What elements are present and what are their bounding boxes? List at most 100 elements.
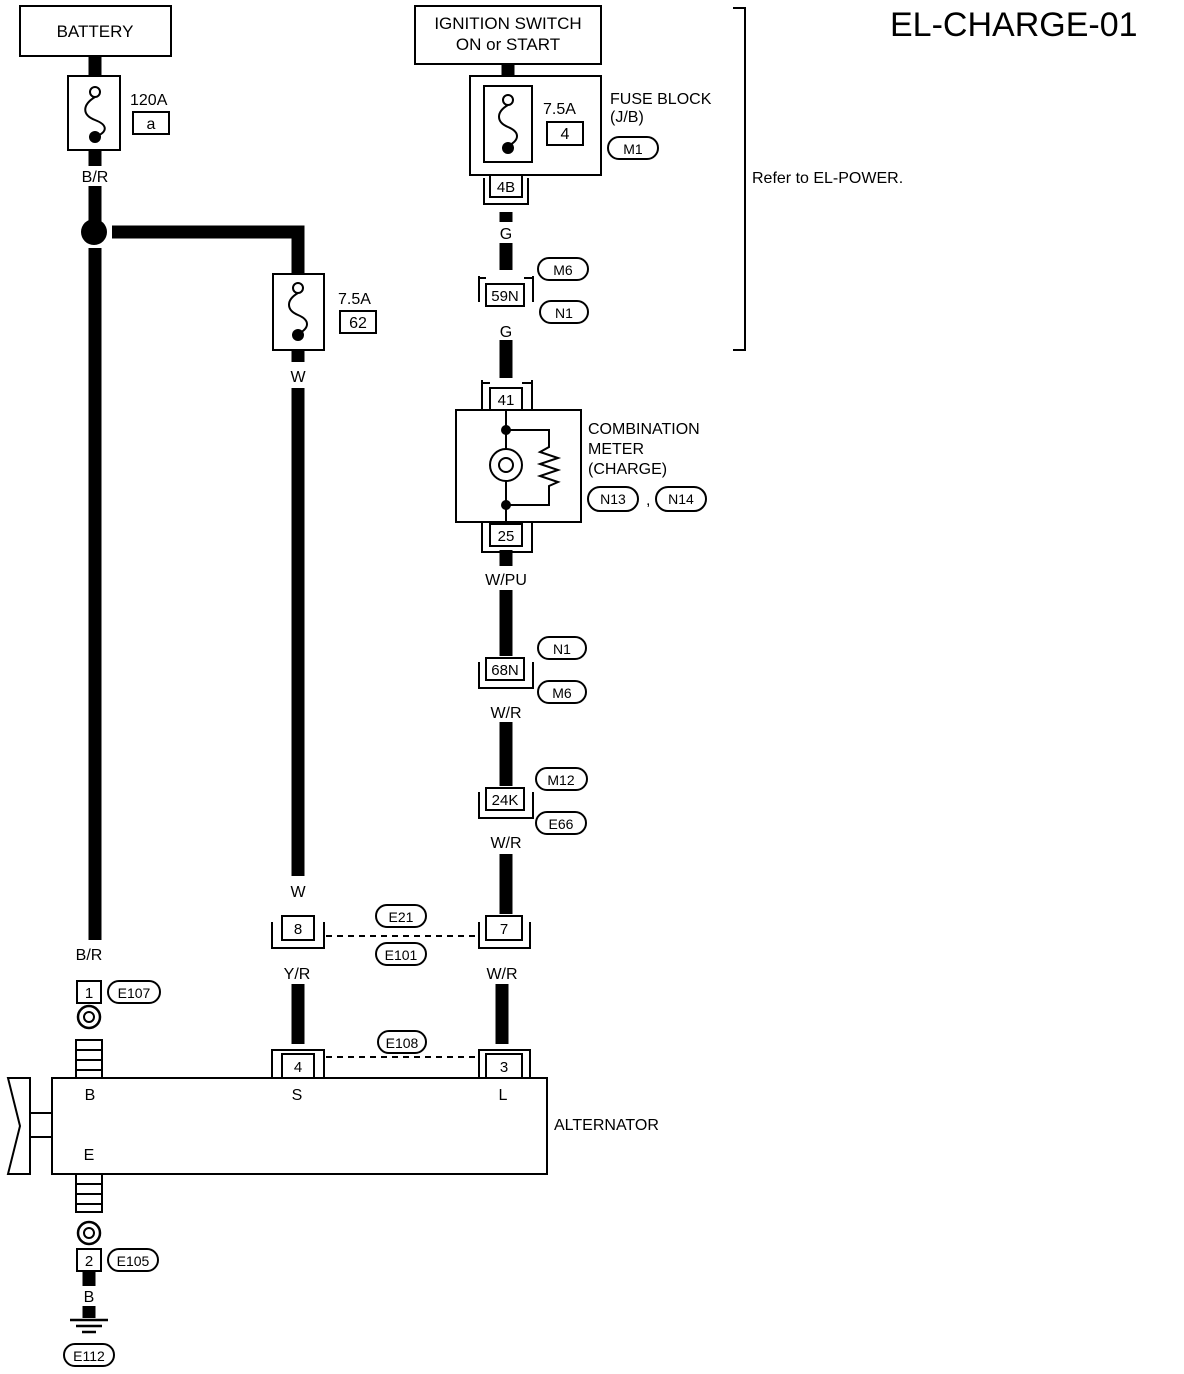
meter-line1: COMBINATION xyxy=(588,421,700,438)
fuse-62 xyxy=(272,273,325,351)
ignition-line1: IGNITION SWITCH xyxy=(434,14,581,33)
splice-dot xyxy=(81,219,107,245)
alternator-box xyxy=(51,1077,548,1175)
pin-4-label: 4 xyxy=(294,1059,302,1076)
pin-3-label: 3 xyxy=(500,1059,508,1076)
fuse-62-rating: 7.5A xyxy=(338,291,371,308)
fuse-120a xyxy=(67,75,121,151)
tag-m12 xyxy=(535,767,588,791)
fuse-block-rating: 7.5A xyxy=(543,101,576,118)
tag-n1-upper xyxy=(539,300,589,324)
connector-4b xyxy=(483,174,529,205)
tag-e105 xyxy=(107,1248,159,1272)
connector-pin-8 xyxy=(271,915,325,949)
pulley-icon xyxy=(6,1077,53,1175)
fuse-main-id: a xyxy=(147,116,156,133)
tag-e108 xyxy=(377,1030,427,1054)
alternator-terminal-e: E xyxy=(84,1147,95,1164)
fuse-block-id: 4 xyxy=(561,126,570,143)
wire-label-wpu: W/PU xyxy=(485,572,527,589)
stud-e-icon xyxy=(75,1173,103,1213)
fuse-main-id-box xyxy=(132,111,170,135)
tag-n14-text: N14 xyxy=(668,491,694,507)
tag-n14 xyxy=(655,486,707,512)
alternator-terminal-l: L xyxy=(499,1087,508,1104)
tag-m12-text: M12 xyxy=(547,772,574,788)
tag-m6-lower xyxy=(537,680,587,704)
wire-label-w-lower: W xyxy=(290,884,306,901)
tag-m6-upper xyxy=(537,257,589,281)
meter-box xyxy=(455,409,582,523)
connector-59n xyxy=(478,276,534,307)
connector-41 xyxy=(481,380,533,411)
tag-e112-text: E112 xyxy=(73,1348,105,1364)
tag-n1-lower xyxy=(537,636,587,660)
connector-59n-label: 59N xyxy=(491,288,519,305)
terminal-b-pin-box xyxy=(76,980,102,1004)
wire-label-w-fuse: W xyxy=(290,369,306,386)
wire-label-wr-1: W/R xyxy=(490,705,521,722)
connector-25 xyxy=(481,522,533,553)
tag-n1-upper-text: N1 xyxy=(555,305,573,321)
tag-e101 xyxy=(375,942,427,966)
wire-label-b-ground: B xyxy=(84,1289,95,1306)
diagram-title: EL-CHARGE-01 xyxy=(890,6,1138,44)
tag-e112 xyxy=(63,1343,115,1367)
tag-e21-text: E21 xyxy=(389,909,414,925)
wire-harness xyxy=(82,57,515,1318)
tag-e107 xyxy=(107,980,161,1004)
meter-tag-sep: , xyxy=(646,492,650,509)
tag-e21 xyxy=(375,904,427,928)
meter-node-top xyxy=(501,425,511,435)
connector-24k xyxy=(478,787,534,819)
tag-m6-lower-text: M6 xyxy=(552,685,572,701)
tag-e108-text: E108 xyxy=(386,1035,419,1051)
pin-7-label: 7 xyxy=(500,921,508,938)
tag-e105-text: E105 xyxy=(117,1253,150,1269)
refer-bracket xyxy=(733,7,746,351)
connector-4b-label: 4B xyxy=(497,179,515,196)
ring-terminal-e-icon xyxy=(76,1220,102,1246)
meter-node-bottom xyxy=(501,500,511,510)
fuse-block-connector-tag xyxy=(607,136,659,160)
meter-pin-bottom: 25 xyxy=(498,528,515,545)
ring-terminal-b-icon xyxy=(76,1004,102,1030)
wire-branch-fuse62 xyxy=(112,225,305,274)
fuse-62-id: 62 xyxy=(349,315,367,332)
wire-label-wr-3: W/R xyxy=(486,966,517,983)
fuse-block-line1: FUSE BLOCK xyxy=(610,91,712,108)
meter-line2: METER xyxy=(588,441,644,458)
tag-n1-lower-text: N1 xyxy=(553,641,571,657)
terminal-e-pin-box xyxy=(76,1248,102,1272)
fuse-block-id-box xyxy=(546,121,584,146)
ignition-line2: ON or START xyxy=(456,35,560,54)
alternator-terminal-s: S xyxy=(292,1087,303,1104)
battery-label: BATTERY xyxy=(57,22,134,41)
ignition-box xyxy=(414,5,602,65)
meter-line3: (CHARGE) xyxy=(588,461,667,478)
fuse-block-fuse xyxy=(483,85,533,163)
fuse-block-connector: M1 xyxy=(623,141,643,157)
terminal-b-pin: 1 xyxy=(85,985,93,1002)
meter-pin-top: 41 xyxy=(498,392,515,409)
tag-n13-text: N13 xyxy=(600,491,626,507)
pin-8-label: 8 xyxy=(294,921,302,938)
tag-e101-text: E101 xyxy=(385,947,418,963)
wire-label-g-upper: G xyxy=(500,226,512,243)
connector-pin-3 xyxy=(478,1049,531,1079)
connector-24k-label: 24K xyxy=(492,792,519,809)
connector-pin-7 xyxy=(478,915,531,949)
wire-label-br-top: B/R xyxy=(82,169,109,186)
refer-note: Refer to EL-POWER. xyxy=(752,170,903,187)
stud-b-icon xyxy=(75,1039,103,1079)
alternator-terminal-b: B xyxy=(85,1087,96,1104)
wire-label-g-lower: G xyxy=(500,324,512,341)
tag-e66-text: E66 xyxy=(549,816,574,832)
wire-label-yr: Y/R xyxy=(284,966,311,983)
tag-m6-upper-text: M6 xyxy=(553,262,573,278)
connector-68n xyxy=(478,657,534,689)
ground-icon xyxy=(70,1318,108,1334)
tag-n13 xyxy=(587,486,639,512)
wire-label-br-bottom: B/R xyxy=(76,947,103,964)
